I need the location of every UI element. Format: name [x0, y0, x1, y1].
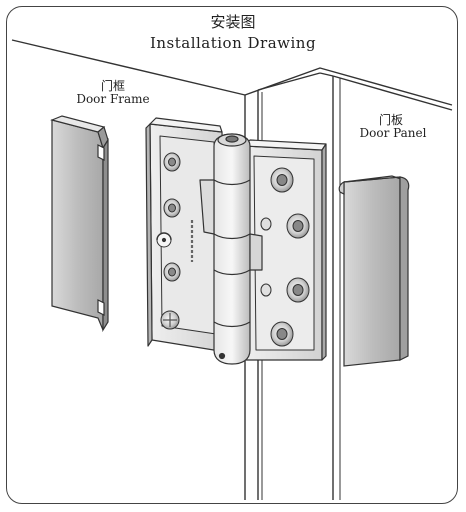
door-frame-label-english: Door Frame: [76, 92, 150, 106]
door-panel-label-english: Door Panel: [359, 126, 427, 140]
right-leaf-holes: [260, 167, 310, 347]
door-panel-label-chinese: 门板: [378, 113, 403, 127]
hinge: [145, 117, 327, 365]
title-chinese: 安装图: [210, 13, 256, 31]
door-panel-cover: [338, 175, 410, 367]
door-frame-label-chinese: 门框: [100, 79, 125, 93]
door-frame-cover: [50, 115, 109, 333]
left-leaf-holes: [156, 152, 194, 330]
title-english: Installation Drawing: [149, 34, 317, 52]
